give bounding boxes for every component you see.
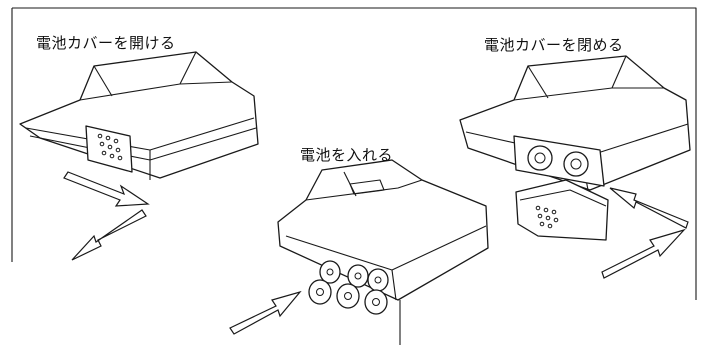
step-open-label: 電池カバーを開ける [36,34,176,52]
arrow-icon-left [71,209,147,261]
arrow-icon-insert [229,290,302,335]
frame-border [12,7,697,300]
arrow-icon-close-lower [601,228,686,279]
arrow-icon-close-upper [609,187,689,229]
arrow-icon-right [63,171,150,207]
battery-icon-group [308,260,389,315]
step-close-label: 電池カバーを閉める [484,36,624,54]
step-insert-label: 電池を入れる [300,146,394,164]
device-open-cover [19,51,259,180]
device-close-cover [459,55,691,241]
